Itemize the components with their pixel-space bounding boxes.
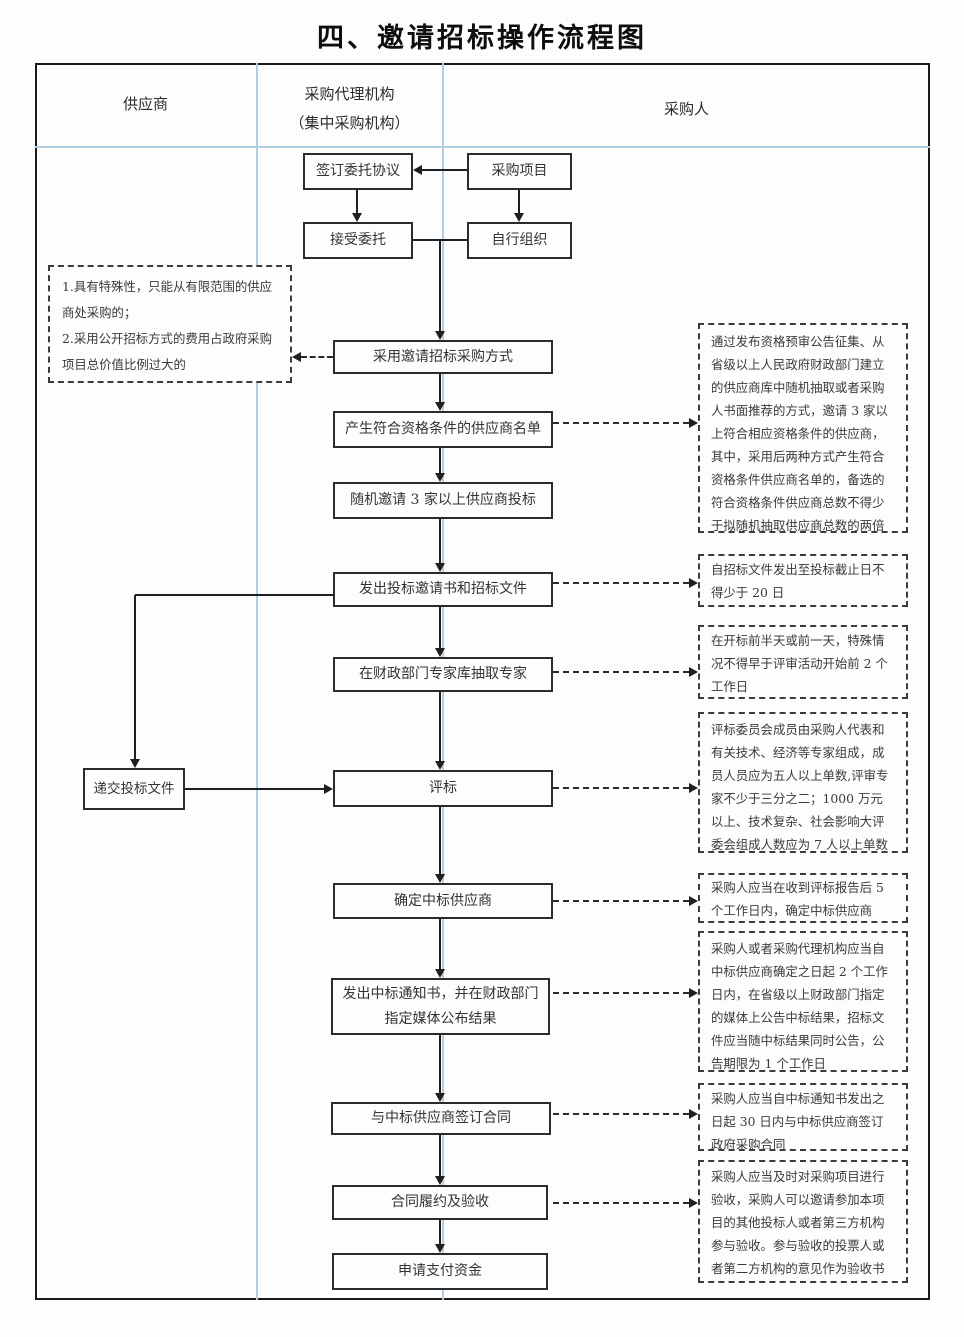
- dashed-connector-contract-note: [553, 1113, 689, 1115]
- dashed-connector-method-leftnote: [301, 356, 333, 358]
- note-20days: 自招标文件发出至投标截止日不得少于 20 日: [698, 554, 908, 607]
- arrowhead-right: [689, 578, 698, 588]
- connector-issue-to-submitbid-horizontal: [135, 594, 333, 596]
- connector-determine-to-notice: [439, 919, 441, 969]
- flow-box-accept-entrust: 接受委托: [303, 222, 413, 259]
- connector-contract-to-perform: [439, 1135, 441, 1176]
- arrowhead-down: [435, 648, 445, 657]
- connector-method-to-list: [439, 374, 441, 402]
- connector-experts-to-evaluate: [439, 692, 441, 761]
- connector-issue-to-experts: [439, 607, 441, 648]
- arrowhead-right: [689, 783, 698, 793]
- arrowhead-down: [435, 563, 445, 572]
- arrowhead-right: [324, 784, 333, 794]
- connector-issue-to-submitbid-vertical: [134, 595, 136, 759]
- column-divider-1: [256, 63, 258, 1300]
- flow-box-sign-agreement: 签订委托协议: [303, 153, 413, 190]
- arrowhead-down: [352, 213, 362, 222]
- dashed-connector-perform-note: [553, 1202, 689, 1204]
- arrowhead-right: [689, 667, 698, 677]
- note-expert-draw-time: 在开标前半天或前一天，特殊情况不得早于评审活动开始前 2 个工作日: [698, 625, 908, 699]
- note-evaluation-committee: 评标委员会成员由采购人代表和有关技术、经济等专家组成，成员人员应为五人以上单数,…: [698, 712, 908, 853]
- connector-random-to-issue: [439, 519, 441, 563]
- arrowhead-down: [435, 473, 445, 482]
- arrowhead-down: [435, 969, 445, 978]
- flow-box-random-invite: 随机邀请 3 家以上供应商投标: [333, 482, 553, 519]
- arrowhead-down: [435, 331, 445, 340]
- column-header-agency: 采购代理机构 （集中采购机构）: [256, 80, 443, 138]
- arrowhead-left: [292, 352, 301, 362]
- arrowhead-down: [435, 402, 445, 411]
- note-acceptance: 采购人应当及时对采购项目进行验收，采购人可以邀请参加本项目的其他投标人或者第三方…: [698, 1160, 908, 1283]
- arrowhead-right: [689, 988, 698, 998]
- arrowhead-right: [689, 418, 698, 428]
- dashed-connector-notice-note: [553, 992, 689, 994]
- header-divider: [35, 146, 930, 148]
- page-title: 四、邀请招标操作流程图: [317, 23, 647, 54]
- flow-box-perform-accept: 合同履约及验收: [332, 1185, 548, 1220]
- dashed-connector-issue-note: [553, 582, 689, 584]
- flow-box-issue-invitation: 发出投标邀请书和招标文件: [333, 572, 553, 607]
- arrowhead-down: [435, 761, 445, 770]
- connector-submitbid-to-evaluate: [185, 788, 324, 790]
- connector-list-to-random: [439, 448, 441, 473]
- connector-notice-to-contract: [439, 1035, 441, 1093]
- arrowhead-down: [435, 1176, 445, 1185]
- note-determine-5days: 采购人应当在收到评标报告后 5 个工作日内，确定中标供应商: [698, 873, 908, 923]
- arrowhead-down: [514, 213, 524, 222]
- column-header-agency-line2: （集中采购机构）: [289, 114, 410, 132]
- arrowhead-right: [689, 1198, 698, 1208]
- connector-project-to-self: [518, 190, 520, 213]
- connector-junction-to-method: [439, 240, 441, 331]
- dashed-connector-evaluate-note: [553, 787, 689, 789]
- column-header-agency-line1: 采购代理机构: [304, 85, 395, 103]
- note-announce-result: 采购人或者采购代理机构应当自中标供应商确定之日起 2 个工作日内，在省级以上财政…: [698, 931, 908, 1072]
- arrowhead-down: [130, 759, 140, 768]
- dashed-connector-experts-note: [553, 671, 689, 673]
- flow-box-issue-notice: 发出中标通知书，并在财政部门指定媒体公布结果: [331, 978, 550, 1035]
- connector-project-to-sign: [422, 169, 467, 171]
- flow-box-apply-payment: 申请支付资金: [332, 1253, 548, 1290]
- note-contract-30days: 采购人应当自中标通知书发出之日起 30 日内与中标供应商签订政府采购合同: [698, 1083, 908, 1151]
- dashed-connector-list-note: [553, 422, 689, 424]
- chart-frame: [35, 63, 930, 1300]
- flow-box-determine-winner: 确定中标供应商: [333, 883, 553, 919]
- connector-perform-to-payment: [439, 1220, 441, 1244]
- connector-sign-to-accept: [356, 190, 358, 213]
- arrowhead-down: [435, 874, 445, 883]
- flow-box-sign-contract: 与中标供应商签订合同: [331, 1102, 551, 1135]
- arrowhead-right: [689, 1109, 698, 1119]
- flow-box-submit-bid: 递交投标文件: [83, 768, 185, 810]
- note-left-conditions: 1.具有特殊性，只能从有限范围的供应商处采购的； 2.采用公开招标方式的费用占政…: [48, 265, 292, 383]
- arrowhead-down: [435, 1244, 445, 1253]
- dashed-connector-determine-note: [553, 900, 689, 902]
- arrowhead-left: [413, 165, 422, 175]
- flow-box-self-organize: 自行组织: [467, 222, 572, 259]
- flow-box-adopt-method: 采用邀请招标采购方式: [333, 340, 553, 374]
- connector-accept-self-link: [413, 239, 467, 241]
- connector-evaluate-to-determine: [439, 807, 441, 874]
- arrowhead-right: [689, 896, 698, 906]
- column-header-purchaser: 采购人: [663, 100, 709, 118]
- flow-box-generate-list: 产生符合资格条件的供应商名单: [333, 411, 553, 448]
- flow-box-procurement-project: 采购项目: [467, 153, 572, 190]
- column-header-supplier: 供应商: [122, 95, 168, 113]
- flow-box-draw-experts: 在财政部门专家库抽取专家: [333, 657, 553, 692]
- note-qualification-list: 通过发布资格预审公告征集、从省级以上人民政府财政部门建立的供应商库中随机抽取或者…: [698, 323, 908, 533]
- flow-box-evaluate: 评标: [333, 770, 553, 807]
- arrowhead-down: [435, 1093, 445, 1102]
